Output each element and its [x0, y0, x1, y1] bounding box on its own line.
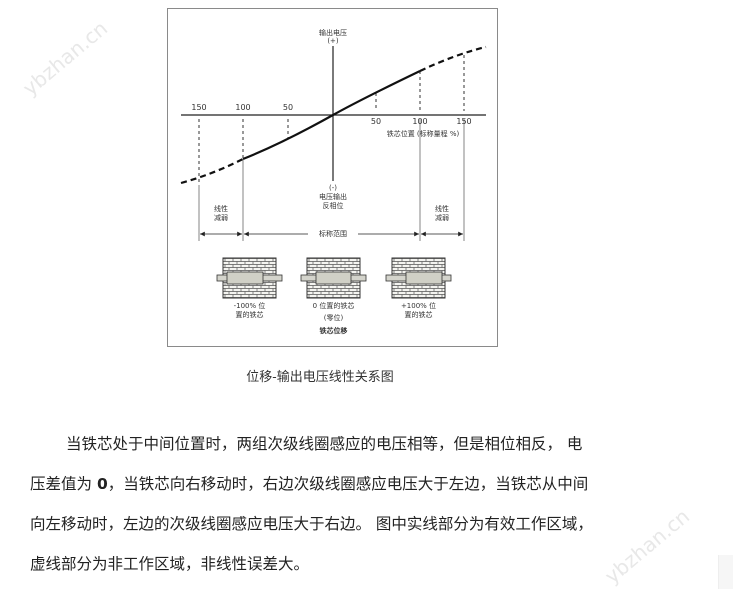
paragraph-line-3: 向左移动时，左边的次级线圈感应电压大于右边。 图中实线部分为有效工作区域， [30, 504, 710, 544]
text-span: 向左移动时，左边的次级线圈感应电压大于右边。 图中实线部分为有效工作区域， [30, 515, 593, 533]
core-label-zero-1: 0 位置的铁芯 [312, 302, 355, 310]
y-axis-positive-sign: (+) [327, 37, 339, 45]
tick-left-50: 50 [282, 103, 294, 112]
core-displacement-title: 铁芯位移 [319, 327, 348, 335]
nonlinear-right-curve [419, 45, 487, 72]
diagram-graphics [180, 45, 487, 299]
corner-widget [718, 555, 733, 589]
linear-region-curve [242, 70, 421, 161]
core-label-minus100-2: 置的铁芯 [235, 311, 264, 319]
inverted-phase-label-2: 反相位 [322, 202, 344, 210]
tick-right-100: 100 [412, 117, 428, 126]
bold-value: 0 [96, 475, 108, 493]
inverted-phase-label-1: 电压输出 [319, 193, 347, 201]
text-span: 虚线部分为非工作区域，非线性误差大。 [30, 555, 310, 573]
tick-right-50: 50 [370, 117, 382, 126]
left-region-label-1: 线性 [214, 205, 228, 213]
watermark: ybzhan.cn [18, 16, 113, 101]
text-span: ，当铁芯向右移动时，右边次级线圈感应电压大于左边，当铁芯从中间 [107, 475, 589, 493]
tick-right-150: 150 [456, 117, 472, 126]
left-region-label-2: 减弱 [214, 214, 228, 222]
nonlinear-left-curve [180, 158, 244, 185]
core-label-plus100-2: 置的铁芯 [404, 311, 433, 319]
core-label-plus100-1: +100% 位 [400, 302, 437, 310]
paragraph-line-4: 虚线部分为非工作区域，非线性误差大。 [30, 544, 710, 584]
core-label-minus100-1: -100% 位 [233, 302, 266, 310]
right-region-label-2: 减弱 [435, 214, 449, 222]
x-axis-title: 铁芯位置 (标称量程 %) [386, 130, 460, 138]
right-region-label-1: 线性 [435, 205, 449, 213]
paragraph-line-2: 压差值为 0，当铁芯向右移动时，右边次级线圈感应电压大于左边，当铁芯从中间 [30, 464, 710, 504]
y-axis-title: 输出电压 [319, 29, 347, 37]
text-span: 压差值为 [30, 475, 97, 493]
tick-left-150: 150 [191, 103, 207, 112]
text-span: 当铁芯处于中间位置时，两组次级线圈感应的电压相等，但是相位相反， 电 [66, 435, 583, 453]
body-paragraph: 当铁芯处于中间位置时，两组次级线圈感应的电压相等，但是相位相反， 电 压差值为 … [30, 424, 710, 584]
core-label-zero-2: (零位) [323, 314, 344, 322]
paragraph-line-1: 当铁芯处于中间位置时，两组次级线圈感应的电压相等，但是相位相反， 电 [30, 424, 710, 464]
core-symbols [216, 257, 452, 299]
figure-caption: 位移-输出电压线性关系图 [246, 370, 394, 385]
y-axis-negative-sign: (-) [329, 184, 337, 192]
tick-left-100: 100 [235, 103, 251, 112]
displacement-voltage-diagram: 输出电压 (+) (-) 电压输出 反相位 150 100 50 50 100 … [167, 8, 498, 347]
nominal-range-label: 标称范围 [319, 230, 347, 238]
